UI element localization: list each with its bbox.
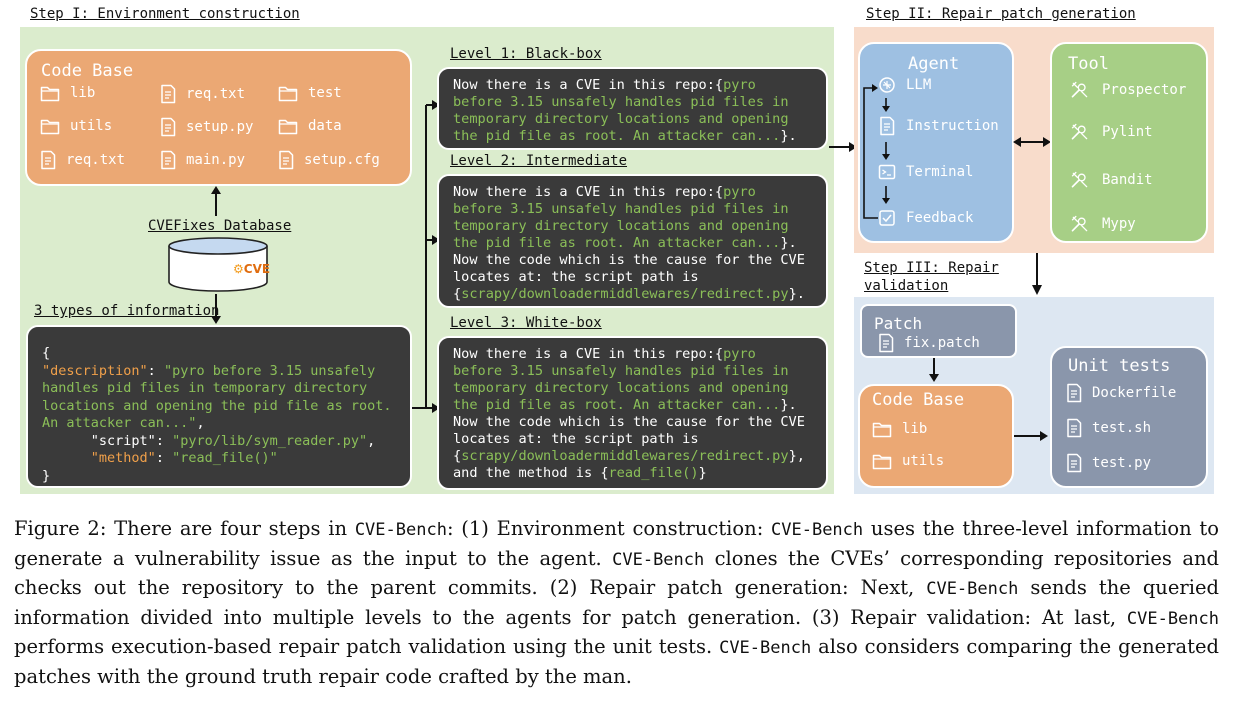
arrow-db-to-info: [211, 294, 221, 324]
level2-title: Level 2: Intermediate: [450, 153, 628, 169]
tool-title: Tool: [1068, 54, 1109, 74]
codebase-item-label: data: [308, 118, 342, 134]
step3-codebase-item-utils: utils: [872, 452, 944, 470]
step1-title: Step I: Environment construction: [30, 6, 300, 22]
terminal-icon: [878, 164, 896, 180]
agent-box: Agent: [858, 42, 1014, 243]
agent-flow-arrows: [863, 84, 890, 219]
patch-title: Patch: [874, 314, 923, 333]
tool-item-mypy: Mypy: [1070, 214, 1136, 234]
wrench-icon: [1070, 170, 1090, 190]
cve-logo: ⚙CVE: [233, 262, 271, 276]
instruction-icon: [878, 116, 896, 136]
codebase-title: Code Base: [41, 61, 134, 81]
patch-file: fix.patch: [878, 333, 980, 353]
folder-icon: [278, 117, 298, 135]
llm-icon: [879, 77, 895, 93]
agent-item-llm: LLM: [878, 76, 931, 94]
feedback-icon: [879, 210, 895, 226]
codebase-item-label: setup.cfg: [304, 152, 380, 168]
arrow-db-to-codebase: [211, 186, 221, 216]
tool-box: Tool: [1050, 42, 1208, 243]
tool-item-pylint: Pylint: [1070, 122, 1153, 142]
patch-box: Patch: [860, 304, 1017, 358]
unit-test-item-test-sh: test.sh: [1066, 418, 1151, 438]
step3-title: Step III: Repair validation: [864, 260, 999, 294]
arrow-step2-to-step3: [1032, 253, 1042, 295]
level3-title: Level 3: White-box: [450, 315, 602, 331]
codebase-item: test: [278, 84, 342, 102]
folder-icon: [40, 117, 60, 135]
codebase-item-label: lib: [70, 85, 96, 101]
folder-icon: [40, 84, 60, 102]
codebase-item: req.txt: [160, 84, 245, 104]
step3-codebase-item-lib: lib: [872, 420, 927, 438]
info-json-box: { "description": "pyro before 3.15 unsaf…: [26, 325, 412, 488]
unit-tests-title: Unit tests: [1068, 356, 1171, 376]
agent-item-instruction: Instruction: [878, 116, 999, 136]
codebase-item: lib: [40, 84, 95, 102]
database-label: CVEFixes Database: [148, 218, 292, 234]
level3-box: Now there is a CVE in this repo:{pyro be…: [437, 336, 828, 490]
file-icon: [160, 117, 176, 137]
file-icon: [1066, 418, 1082, 438]
step3-codebase-title: Code Base: [872, 390, 965, 410]
file-icon: [278, 150, 294, 170]
wrench-icon: [1070, 122, 1090, 142]
tool-item-bandit: Bandit: [1070, 170, 1153, 190]
codebase-box: Code Base: [25, 49, 412, 186]
step2-title: Step II: Repair patch generation: [866, 6, 1136, 22]
codebase-item: setup.py: [160, 117, 253, 137]
codebase-item: data: [278, 117, 342, 135]
file-icon: [160, 84, 176, 104]
unit-test-item-dockerfile: Dockerfile: [1066, 383, 1176, 403]
arrow-agent-tool: [1013, 137, 1051, 147]
cve-logo-gear-icon: ⚙: [233, 262, 244, 276]
codebase-item-label: test: [308, 85, 342, 101]
database-icon: [168, 237, 268, 292]
arrows-info-to-levels: [412, 100, 440, 413]
codebase-item-label: setup.py: [186, 119, 254, 135]
level2-box: Now there is a CVE in this repo:{pyro be…: [437, 174, 828, 308]
unit-test-item-test-py: test.py: [1066, 453, 1151, 473]
codebase-item: setup.cfg: [278, 150, 380, 170]
file-icon: [40, 150, 56, 170]
info-label: 3 types of information: [34, 303, 220, 319]
arrow-codebase-to-tests: [1014, 431, 1048, 441]
file-icon: [160, 150, 176, 170]
arrow-level-to-agent: [829, 142, 857, 152]
level1-title: Level 1: Black-box: [450, 46, 602, 62]
wrench-icon: [1070, 214, 1090, 234]
codebase-item: utils: [40, 117, 112, 135]
figure-caption: Figure 2: There are four steps in CVE-Be…: [14, 517, 1219, 688]
agent-item-feedback: Feedback: [878, 209, 973, 227]
codebase-item: req.txt: [40, 150, 125, 170]
codebase-item-label: main.py: [186, 152, 246, 168]
file-icon: [878, 333, 894, 353]
folder-icon: [278, 84, 298, 102]
step3-codebase-box: Code Base: [858, 384, 1014, 488]
folder-icon: [872, 452, 892, 470]
tool-item-prospector: Prospector: [1070, 80, 1186, 100]
folder-icon: [872, 420, 892, 438]
codebase-item-label: req.txt: [186, 86, 246, 102]
arrow-patch-to-codebase: [929, 358, 939, 382]
codebase-item-label: req.txt: [66, 152, 126, 168]
level1-box: Now there is a CVE in this repo:{pyro be…: [437, 67, 828, 150]
codebase-item-label: utils: [70, 118, 113, 134]
codebase-item: main.py: [160, 150, 245, 170]
file-icon: [1066, 453, 1082, 473]
wrench-icon: [1070, 80, 1090, 100]
file-icon: [1066, 383, 1082, 403]
agent-item-terminal: Terminal: [878, 163, 973, 181]
agent-title: Agent: [908, 54, 960, 74]
